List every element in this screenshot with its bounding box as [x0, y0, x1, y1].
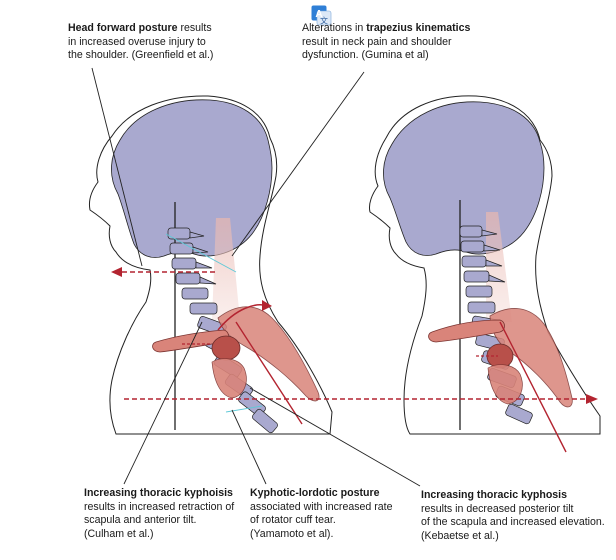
trapezius-title: trapezius kinematics	[366, 22, 471, 34]
right-vertebra	[505, 403, 533, 425]
trapezius-line2: result in neck pain and shoulder	[302, 35, 452, 48]
right-vertebra	[465, 285, 493, 298]
trapezius-line3: dysfunction. (Gumina et al)	[302, 49, 429, 62]
right-figure	[369, 95, 601, 453]
left-skull	[111, 99, 273, 258]
head-forward-line3: the shoulder. (Greenfield et al.)	[68, 49, 214, 62]
kyphotic-lordotic-title: Kyphotic-lordotic posture	[250, 487, 380, 499]
left-vertebra	[175, 272, 201, 285]
left-vertebra	[169, 242, 194, 255]
kyphosis-right-line4: (Kebaetse et al.)	[421, 529, 499, 542]
head-forward-text: results	[177, 22, 212, 34]
right-spinous-process	[481, 229, 506, 283]
translate-icon[interactable]: A 文	[311, 5, 332, 26]
annotation-kyphosis-right: Increasing thoracic kyphosis results in …	[421, 489, 605, 543]
kyphosis-left-line3: scapula and anterior tilt.	[84, 514, 197, 527]
left-humeral-head	[211, 335, 241, 361]
kyphosis-left-line4: (Culham et al.)	[84, 527, 154, 540]
left-neck-shading	[212, 218, 240, 320]
right-vertebra	[460, 240, 485, 253]
leader-head-forward	[91, 67, 143, 267]
left-vertebra	[181, 287, 209, 300]
horizontal-reference-arrowhead	[586, 394, 598, 404]
head-forward-line2: in increased overuse injury to	[68, 35, 206, 48]
right-kyphosis-arrow	[499, 321, 567, 453]
head-forward-title: Head forward posture	[68, 22, 178, 34]
right-vertebra	[459, 225, 483, 238]
kyphotic-lordotic-line3: of rotator cuff tear.	[250, 514, 336, 527]
left-rotation-arrowhead	[262, 300, 272, 311]
left-head-forward-arrowhead	[111, 267, 122, 277]
leader-kyphosis-right	[249, 387, 421, 487]
annotation-kyphotic-lordotic: Kyphotic-lordotic posture associated wit…	[250, 487, 393, 541]
leader-trapezius	[231, 71, 365, 257]
right-neck-shading	[486, 212, 512, 322]
kyphosis-left-line2: results in increased retraction of	[84, 500, 235, 513]
kyphosis-right-line2: results in decreased posterior tilt	[421, 502, 574, 515]
translate-glyph-a: A	[315, 9, 322, 20]
kyphotic-lordotic-line4: (Yamamoto et al).	[250, 527, 334, 540]
right-vertebra	[463, 270, 490, 283]
left-vertebra	[252, 408, 278, 434]
right-vertebra	[461, 255, 487, 268]
right-skull	[383, 101, 545, 256]
right-body-outline	[369, 95, 601, 435]
right-vertebra	[467, 301, 496, 314]
kyphosis-right-line3: of the scapula and increased elevation.	[421, 516, 605, 529]
left-vertebra	[171, 257, 197, 270]
trapezius-pre: Alterations in	[302, 22, 367, 34]
leader-kyphosis-left	[123, 321, 203, 485]
kyphosis-right-title: Increasing thoracic kyphosis	[421, 489, 568, 501]
left-figure	[89, 95, 333, 435]
right-clavicle	[428, 319, 505, 343]
leader-kyphotic-lordotic	[231, 409, 267, 485]
leader-lines	[91, 67, 421, 487]
kyphosis-left-title: Increasing thoracic kyphoisis	[84, 487, 233, 499]
annotation-head-forward: Head forward posture results in increase…	[68, 22, 213, 63]
translate-glyph-b: 文	[320, 16, 328, 26]
left-scapula	[211, 358, 247, 399]
left-vertebra	[189, 302, 218, 315]
left-trapezius	[217, 306, 320, 402]
kyphotic-lordotic-line2: associated with increased rate	[250, 500, 393, 513]
annotation-trapezius: Alterations in trapezius kinematics resu…	[302, 22, 470, 63]
left-body-outline	[89, 95, 333, 435]
right-scapula	[487, 364, 523, 405]
left-head-reference-line	[165, 233, 237, 273]
annotation-kyphosis-left: Increasing thoracic kyphoisis results in…	[84, 487, 234, 541]
